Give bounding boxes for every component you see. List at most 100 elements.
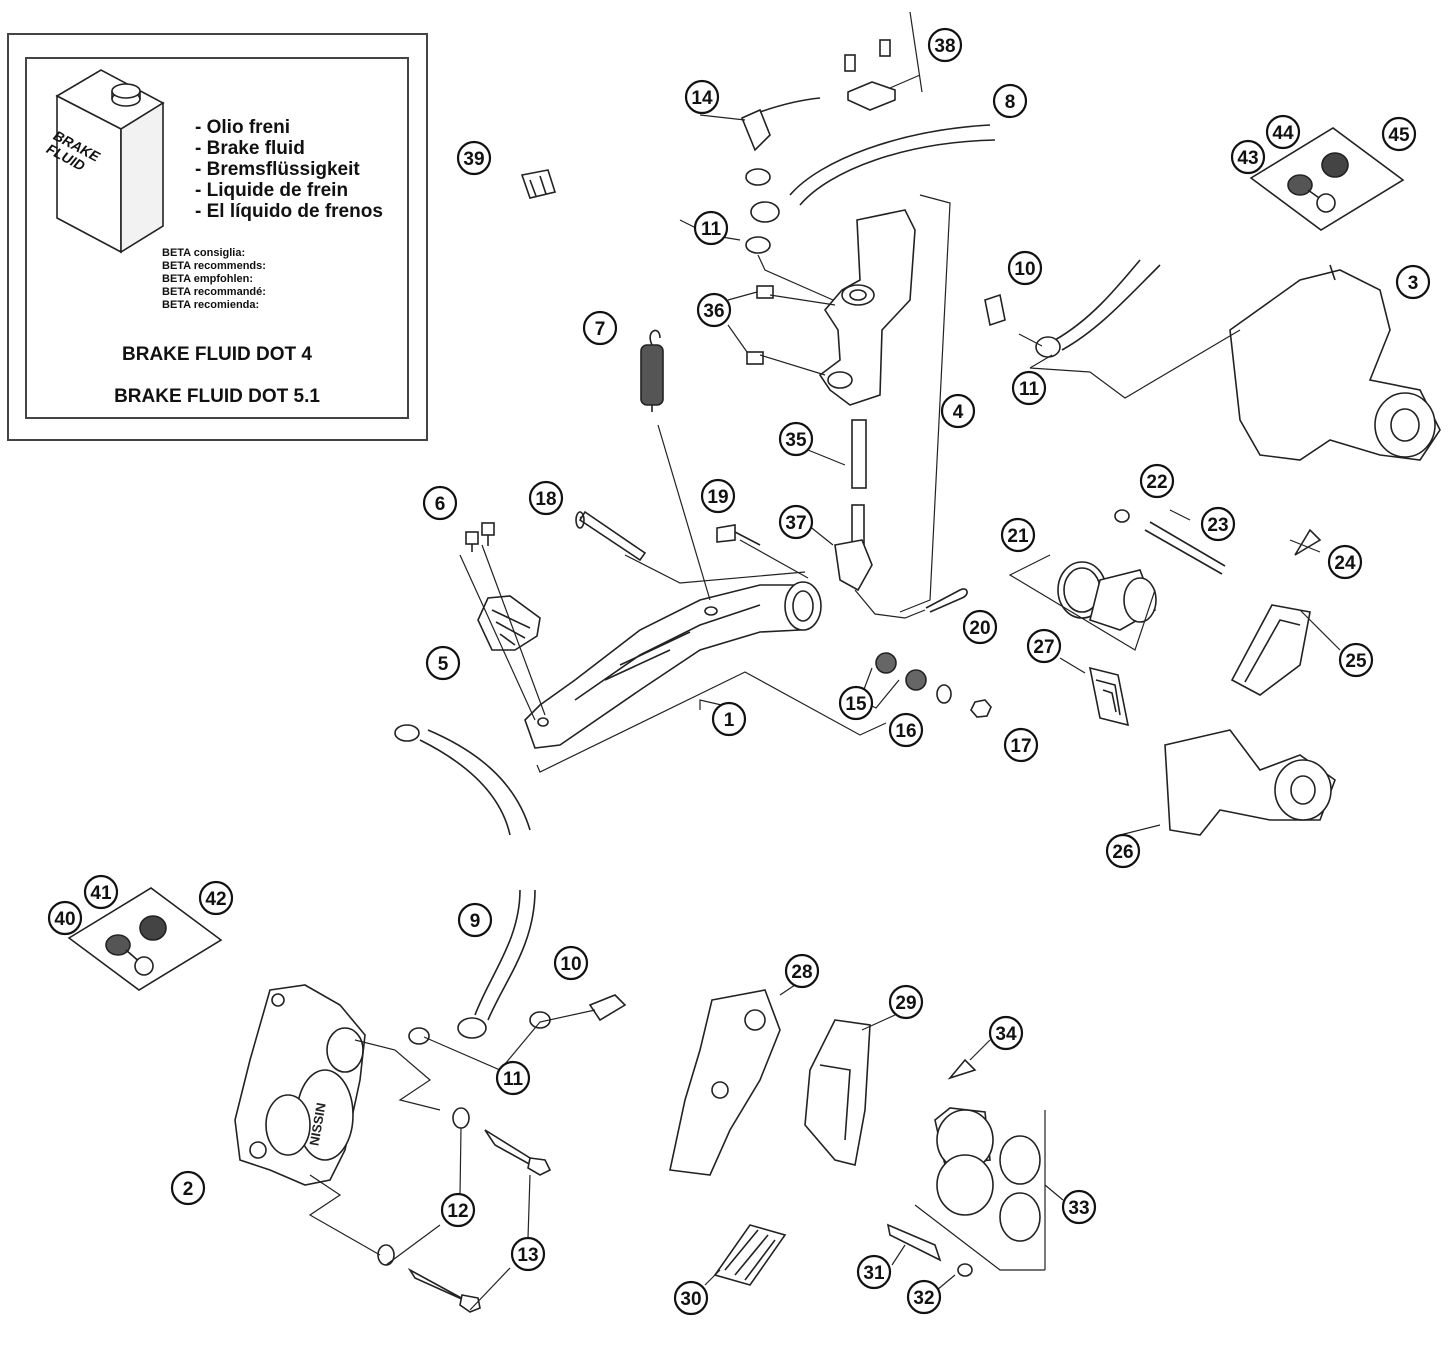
callout-number: 16 (895, 721, 916, 742)
fluid-name-italian: Olio freni (195, 117, 383, 138)
callout-circle (778, 421, 814, 457)
callout-number: 6 (435, 494, 446, 515)
callout-circle (1327, 544, 1363, 580)
callout-circle (696, 292, 732, 328)
front-caliper-small-parts (886, 1058, 977, 1277)
callout-number: 14 (691, 88, 713, 109)
callout-44: 44 (1265, 114, 1301, 150)
callout-circle (856, 1254, 892, 1290)
callout-number: 41 (90, 883, 112, 904)
callout-10: 10 (1007, 250, 1043, 286)
callout-number: 32 (913, 1288, 934, 1309)
brake-hose-lower-part (457, 889, 536, 1039)
callout-24: 24 (1327, 544, 1363, 580)
callout-number: 28 (791, 962, 812, 983)
rear-banjo-bolt-set-part (1249, 127, 1405, 231)
callout-number: 7 (595, 319, 606, 340)
callout-31: 31 (856, 1254, 892, 1290)
callout-number: 9 (470, 911, 481, 932)
beta-recommendations: BETA consiglia: BETA recommends: BETA em… (162, 247, 266, 312)
rear-caliper-pistons-part (1057, 561, 1157, 631)
callout-27: 27 (1026, 628, 1062, 664)
callout-number: 44 (1272, 123, 1294, 144)
callout-number: 22 (1146, 472, 1167, 493)
callout-35: 35 (778, 421, 814, 457)
callout-circle (711, 701, 747, 737)
callout-45: 45 (1381, 116, 1417, 152)
callout-circle (684, 79, 720, 115)
callout-11: 11 (1011, 370, 1047, 406)
callout-36: 36 (696, 292, 732, 328)
callout-17: 17 (1003, 727, 1039, 763)
callout-circle (778, 504, 814, 540)
callout-circle (1061, 1189, 1097, 1225)
callout-11: 11 (693, 210, 729, 246)
callout-circle (440, 1192, 476, 1228)
callout-circle (528, 480, 564, 516)
callout-number: 21 (1007, 526, 1029, 547)
callout-25: 25 (1338, 642, 1374, 678)
callout-number: 45 (1388, 125, 1410, 146)
callout-19: 19 (700, 478, 736, 514)
callout-circle (422, 485, 458, 521)
callout-circle (1003, 727, 1039, 763)
pivot-pin-part (575, 510, 647, 562)
callout-circle (510, 1236, 546, 1272)
rear-master-cylinder-part (818, 209, 916, 406)
callout-number: 42 (205, 889, 226, 910)
callout-4: 4 (940, 393, 976, 429)
brake-pedal-part (524, 581, 822, 749)
callout-circle (1338, 642, 1374, 678)
callout-circle (1011, 370, 1047, 406)
callout-9: 9 (457, 902, 493, 938)
callout-circle (888, 712, 924, 748)
callout-number: 25 (1345, 651, 1367, 672)
callout-16: 16 (888, 712, 924, 748)
callout-number: 24 (1334, 553, 1356, 574)
callout-number: 39 (463, 149, 484, 170)
callout-circle (992, 83, 1028, 119)
callout-number: 1 (724, 710, 735, 731)
callout-circle (553, 945, 589, 981)
recommend-german: BETA empfohlen: (162, 273, 254, 285)
callout-circle (582, 310, 618, 346)
callout-20: 20 (962, 609, 998, 645)
callout-8: 8 (992, 83, 1028, 119)
callout-number: 23 (1207, 515, 1228, 536)
push-rod-part (834, 419, 873, 592)
brake-hose-section-part (394, 724, 531, 836)
bushings-washer-nut-part (875, 652, 992, 718)
callout-circle (906, 1279, 942, 1315)
callout-3: 3 (1395, 264, 1431, 300)
front-caliper-bracket-part (669, 989, 781, 1176)
callout-number: 20 (969, 618, 990, 639)
callout-39: 39 (456, 140, 492, 176)
front-brake-pads-part (804, 1019, 871, 1166)
callout-23: 23 (1200, 506, 1236, 542)
callout-circle (170, 1170, 206, 1206)
brake-fluid-names: Olio freni Brake fluid Bremsflüssigkeit … (195, 117, 383, 222)
recommend-spanish: BETA recomienda: (162, 299, 260, 311)
callout-circle (1000, 517, 1036, 553)
callout-circle (456, 140, 492, 176)
callout-circle (988, 1015, 1024, 1051)
callout-number: 37 (785, 513, 806, 534)
recommend-italian: BETA consiglia: (162, 247, 246, 259)
callout-number: 33 (1068, 1198, 1089, 1219)
callout-circle (47, 900, 83, 936)
callout-21: 21 (1000, 517, 1036, 553)
callout-18: 18 (528, 480, 564, 516)
brake-light-switch-part (740, 97, 821, 254)
callout-42: 42 (198, 880, 234, 916)
callout-15: 15 (838, 685, 874, 721)
callout-number: 11 (1019, 379, 1040, 400)
callout-number: 29 (895, 993, 916, 1014)
brake-hose-upper-part (750, 124, 996, 223)
callout-circle (693, 210, 729, 246)
fluid-name-spanish: El líquido de frenos (195, 201, 383, 222)
front-bleeder-and-washers-part (408, 994, 627, 1045)
callout-41: 41 (83, 874, 119, 910)
callout-circle (425, 645, 461, 681)
